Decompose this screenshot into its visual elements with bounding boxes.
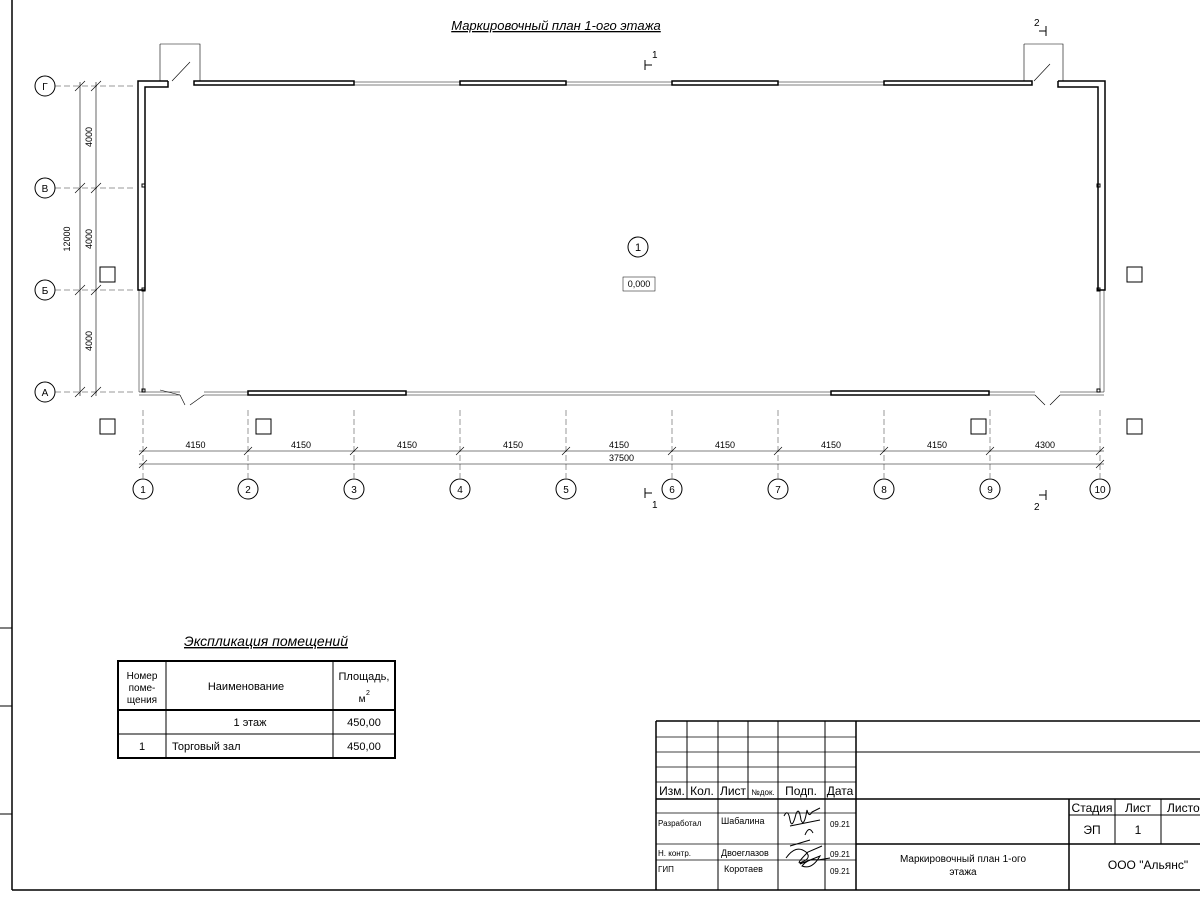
axis-bubble-num-1 <box>237 478 259 500</box>
explication-header-area: Площадь, <box>339 671 390 683</box>
explication-header-number-3: щения <box>127 695 157 706</box>
explication-row2-area: 450,00 <box>347 741 381 753</box>
stamp-name-3: Коротаев <box>724 864 763 874</box>
axis-bubble-num-6 <box>767 478 789 500</box>
building-walls <box>137 43 1106 406</box>
explication-row2-name: Торговый зал <box>172 741 241 753</box>
plan-title: Маркировочный план 1-ого этажа <box>451 18 661 33</box>
col-dim-label: 4150 <box>715 440 735 450</box>
axis-number-label: 6 <box>669 485 675 496</box>
stamp-stage-value: ЭП <box>1083 823 1100 837</box>
explication-header-number-2: поме- <box>129 683 156 694</box>
stamp-header-data: Дата <box>827 784 854 798</box>
row-total-label: 12000 <box>62 226 72 251</box>
axis-letter-label: Г <box>42 82 48 93</box>
axis-letter-label: А <box>42 388 49 399</box>
section-2-bottom-label: 2 <box>1034 502 1040 513</box>
level-mark: 0,000 <box>628 279 651 289</box>
signature-dvoeglazov <box>785 839 831 868</box>
letter-axes: Г В Б А 4000 4000 4000 12000 <box>34 75 135 403</box>
stamp-name-1: Шабалина <box>721 816 764 826</box>
axis-bubble-num-2 <box>343 478 365 500</box>
col-dim-label: 4150 <box>927 440 947 450</box>
stamp-date-3: 09.21 <box>830 867 851 876</box>
axis-letter-label: Б <box>42 286 49 297</box>
stamp-header-ndok: №док. <box>751 788 774 797</box>
foundation-blocks <box>99 266 1143 435</box>
stamp-header-izm: Изм. <box>659 784 685 798</box>
stamp-header-list: Лист <box>720 784 747 798</box>
axis-number-label: 9 <box>987 485 993 496</box>
room-marker <box>627 236 649 258</box>
axis-bubble-num-0 <box>132 478 154 500</box>
explication-header-name: Наименование <box>208 681 284 693</box>
axis-number-label: 4 <box>457 485 463 496</box>
col-dim-label: 4300 <box>1035 440 1055 450</box>
section-1-top-label: 1 <box>652 50 658 61</box>
col-dim-label: 4150 <box>397 440 417 450</box>
axis-number-label: 8 <box>881 485 887 496</box>
row-dim-label: 4000 <box>84 331 94 351</box>
section-1-bottom-label: 1 <box>652 500 658 511</box>
axis-bubble-num-9 <box>1089 478 1111 500</box>
section-markers <box>644 26 1047 500</box>
axis-number-label: 5 <box>563 485 569 496</box>
level-mark-box <box>622 276 656 292</box>
number-axes: 1 2 3 4 5 6 7 8 9 10 4150 4150 4150 4150 4150 4150 4150 4… <box>132 410 1111 500</box>
stamp-date-1: 09.21 <box>830 820 851 829</box>
axis-bubble-num-4 <box>555 478 577 500</box>
axis-number-label: 2 <box>245 485 251 496</box>
explication-row2-number: 1 <box>139 741 145 753</box>
axis-bubble-num-8 <box>979 478 1001 500</box>
stamp-name-2: Двоеглазов <box>721 848 769 858</box>
stamp-header-kol: Кол. <box>690 784 714 798</box>
stamp-role-3: ГИП <box>658 865 674 874</box>
explication-row1-area: 450,00 <box>347 717 381 729</box>
col-dim-label: 4150 <box>503 440 523 450</box>
explication-header-number-1: Номер <box>127 671 158 682</box>
row-dim-label: 4000 <box>84 127 94 147</box>
stamp-sheets-label: Листо <box>1167 801 1200 815</box>
col-total-label: 37500 <box>609 453 634 463</box>
axis-number-label: 3 <box>351 485 357 496</box>
stamp-sheet-label: Лист <box>1125 801 1152 815</box>
section-2-top-label: 2 <box>1034 18 1040 29</box>
explication-row1-name: 1 этаж <box>234 717 268 729</box>
axis-bubble-num-3 <box>449 478 471 500</box>
axis-number-label: 1 <box>140 485 146 496</box>
col-dim-label: 4150 <box>185 440 205 450</box>
axis-number-label: 10 <box>1094 485 1106 496</box>
col-dim-label: 4150 <box>609 440 629 450</box>
axis-bubble-num-5 <box>661 478 683 500</box>
stamp-role-2: Н. контр. <box>658 849 691 858</box>
col-dim-label: 4150 <box>291 440 311 450</box>
stamp-date-2: 09.21 <box>830 850 851 859</box>
stamp-sheet-title-line2: этажа <box>949 867 977 878</box>
title-block <box>655 720 1200 890</box>
axis-bubble-num-7 <box>873 478 895 500</box>
explication-title: Экспликация помещений <box>184 633 348 649</box>
explication-table <box>117 660 396 759</box>
stamp-organization: ООО "Альянс" <box>1108 858 1188 872</box>
stamp-role-1: Разработал <box>658 819 702 828</box>
explication-header-area-unit: м <box>359 694 366 705</box>
axis-letter-label: В <box>42 184 49 195</box>
axis-number-label: 7 <box>775 485 781 496</box>
stamp-sheet-value: 1 <box>1135 823 1142 837</box>
stamp-header-podp: Подп. <box>785 784 817 798</box>
row-dim-label: 4000 <box>84 229 94 249</box>
explication-header-area-sup: 2 <box>366 690 370 697</box>
col-dim-label: 4150 <box>821 440 841 450</box>
stamp-stage-label: Стадия <box>1072 801 1113 815</box>
stamp-sheet-title-line1: Маркировочный план 1-ого <box>900 854 1026 865</box>
room-number: 1 <box>635 242 641 254</box>
signature-shabalina <box>783 807 821 836</box>
